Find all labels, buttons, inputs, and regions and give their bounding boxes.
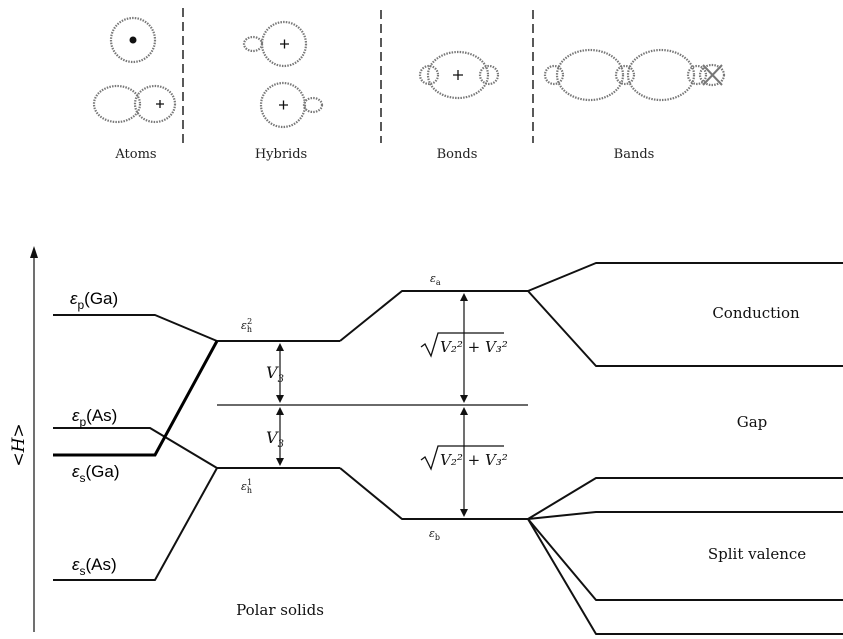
level-ep-ga-line (53, 315, 217, 341)
label-eh2: εh2 (241, 317, 252, 334)
caption-bands: Bands (614, 147, 655, 162)
orbital-sketch-panel: Atoms Hybrids Bonds Bands (94, 8, 724, 162)
band-orbital-chain-icon (545, 50, 724, 100)
label-v3-upper: V3 (266, 363, 284, 385)
caption-atoms: Atoms (114, 147, 156, 162)
bond-orbital-icon (420, 52, 498, 98)
label-conduction: Conduction (712, 304, 800, 322)
level-labels: εp(Ga) εp(As) εs(Ga) εs(As) εh2 εh1 εa ε… (70, 272, 441, 578)
svg-text:V₂² + V₃²: V₂² + V₃² (440, 451, 508, 469)
svg-text:V₂² + V₃²: V₂² + V₃² (440, 338, 508, 356)
hybrid-orbital-upper-icon (244, 22, 306, 66)
label-split-valence: Split valence (708, 545, 806, 563)
label-polar-solids: Polar solids (236, 601, 324, 619)
atom-p-orbital-icon (94, 86, 175, 122)
label-gap: Gap (737, 413, 768, 431)
label-ep-ga: εp(Ga) (70, 289, 118, 312)
label-es-as: εs(As) (72, 555, 117, 578)
level-es-ga-line (53, 341, 217, 455)
conduction-band-top (528, 263, 843, 291)
atom-s-orbital-icon (111, 18, 155, 62)
label-es-ga: εs(Ga) (72, 462, 119, 485)
label-eb: εb (429, 527, 440, 542)
label-ea: εa (430, 272, 441, 287)
energy-axis-label: <H> (9, 423, 29, 466)
label-ep-as: εp(As) (72, 406, 117, 429)
label-eh1: εh1 (241, 478, 252, 495)
energy-axis: <H> (9, 246, 38, 632)
label-v3-lower: V3 (266, 428, 284, 450)
conduction-band-bottom (528, 291, 843, 366)
hybrid-orbital-lower-icon (261, 83, 322, 127)
valence-band-2 (528, 512, 843, 519)
level-eb-line (340, 468, 528, 519)
gap-labels: V3 V3 V₂² + V₃² V₂² + V₃² (266, 333, 508, 469)
caption-hybrids: Hybrids (255, 147, 307, 162)
caption-bonds: Bonds (437, 147, 478, 162)
region-labels: Conduction Gap Split valence Polar solid… (236, 304, 806, 619)
